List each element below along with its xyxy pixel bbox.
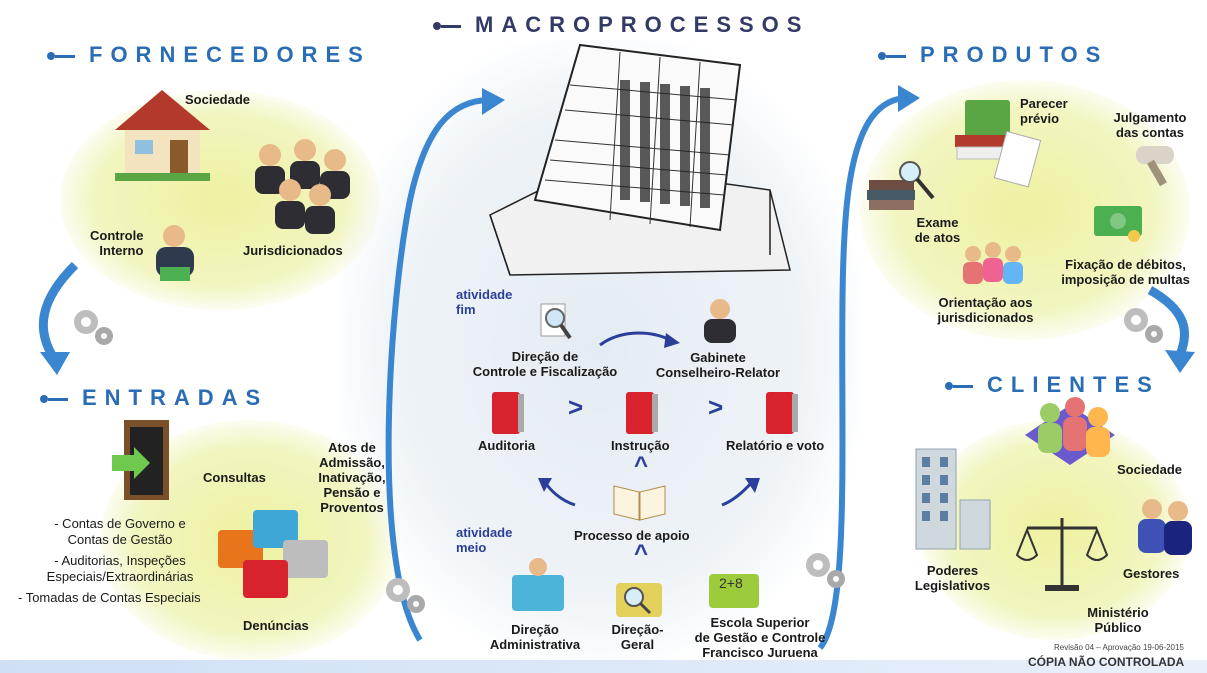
arrow-entradas-macro xyxy=(385,97,491,642)
fornecedores-heading: FORNECEDORES xyxy=(47,42,371,68)
auditoria-label: Auditoria xyxy=(478,438,536,453)
office-building-icon xyxy=(915,448,991,550)
arrow-fornecedores-entradas xyxy=(38,261,79,363)
scales-icon xyxy=(1015,518,1109,591)
businessman-money-icon xyxy=(156,225,194,281)
atividade-fim-label: atividade fim xyxy=(456,287,513,317)
bullet-icon xyxy=(47,52,55,61)
gabinete-label: Gabinete Conselheiro-Relator xyxy=(655,350,781,380)
tomadas-text: - Tomadas de Contas Especiais xyxy=(18,590,201,605)
arrow-geral-apoio: ^ xyxy=(634,540,649,567)
fornecedores-sociedade-label: Sociedade xyxy=(185,92,251,107)
orientacao-label: Orientação aos jurisdicionados xyxy=(937,295,1034,325)
managers-icon xyxy=(1138,499,1192,555)
binder-icon xyxy=(492,392,524,434)
contas-text: - Contas de Governo e Contas de Gestão xyxy=(54,516,186,547)
education-folder-icon: 2+8 xyxy=(709,574,759,608)
door-icon xyxy=(112,420,169,500)
footer-bar xyxy=(0,660,1207,673)
arrow-head xyxy=(745,478,760,493)
clientes-heading: CLIENTES xyxy=(945,372,1160,398)
svg-text:2+8: 2+8 xyxy=(719,575,743,591)
arrow-head xyxy=(664,333,680,348)
exame-label: Exame de atos xyxy=(914,215,961,245)
clientes-sociedade-label: Sociedade xyxy=(1117,462,1183,477)
auditorias-text: - Auditorias, Inspeções Especiais/Extrao… xyxy=(46,553,194,584)
poderes-label: Poderes Legislativos xyxy=(914,563,991,593)
gears-icon xyxy=(806,553,845,588)
escola-label: Escola Superior de Gestão e Controle Fra… xyxy=(694,615,826,660)
magnifier-books-icon xyxy=(867,161,935,210)
arrow-apoio-auditoria xyxy=(543,481,576,507)
society-people-icon xyxy=(1025,397,1115,465)
bullet-icon xyxy=(433,22,441,31)
bullet-icon xyxy=(878,52,886,61)
gears-icon xyxy=(74,310,113,345)
binder-icon xyxy=(626,392,658,434)
group-people-icon xyxy=(255,139,350,234)
magnifier-document-icon xyxy=(540,303,572,340)
arrow-auditoria-instrucao: > xyxy=(568,392,584,422)
revisao-text: Revisão 04 – Aprovação 19-06-2015 xyxy=(1054,643,1184,652)
jurisdicionados-label: Jurisdicionados xyxy=(243,243,343,258)
fixacao-label: Fixação de débitos, imposição de multas xyxy=(1061,257,1190,287)
direcao-adm-label: Direção Administrativa xyxy=(489,622,581,652)
denuncias-label: Denúncias xyxy=(243,618,309,633)
folders-icon xyxy=(218,510,328,598)
controle-interno-label: Controle Interno xyxy=(90,228,144,258)
arrow-head xyxy=(1165,350,1195,373)
arrow-head xyxy=(40,352,70,375)
binder-icon xyxy=(766,392,798,434)
bullet-icon xyxy=(40,395,48,404)
arrow-instrucao-relatorio: > xyxy=(708,392,724,422)
entradas-heading: ENTRADAS xyxy=(40,385,268,411)
gears-icon xyxy=(1124,308,1163,343)
gestores-label: Gestores xyxy=(1123,566,1180,581)
julgamento-label: Julgamento das contas xyxy=(1113,110,1187,140)
money-icon xyxy=(1094,206,1142,242)
open-book-icon xyxy=(613,485,666,521)
search-folder-icon xyxy=(616,583,662,617)
atividade-meio-label: atividade meio xyxy=(456,525,513,555)
arrow-produtos-clientes xyxy=(1147,286,1190,357)
copia-text: CÓPIA NÃO CONTROLADA xyxy=(1028,655,1185,669)
direcao-geral-label: Direção- Geral xyxy=(611,622,664,652)
documents-icon xyxy=(993,130,1042,188)
arrow-head xyxy=(898,85,920,112)
atos-label: Atos de Admissão, Inativação, Pensão e P… xyxy=(318,440,386,515)
people-group-icon xyxy=(963,242,1023,284)
consultas-label: Consultas xyxy=(203,470,266,485)
bullet-icon xyxy=(945,382,953,391)
ministerio-label: Ministério Público xyxy=(1087,605,1149,635)
arrow-head xyxy=(538,478,552,492)
arrow-apoio-relatorio xyxy=(721,481,754,507)
relator-avatar-icon xyxy=(704,299,736,343)
arrow-direcao-gabinete xyxy=(599,331,671,347)
instrucao-label: Instrução xyxy=(611,438,670,453)
produtos-heading: PRODUTOS xyxy=(878,42,1108,68)
macroprocessos-heading: MACROPROCESSOS xyxy=(433,12,809,38)
relatorio-label: Relatório e voto xyxy=(726,438,825,453)
gavel-icon xyxy=(1136,146,1174,187)
arrow-head xyxy=(482,88,505,115)
house-icon xyxy=(115,90,210,181)
parecer-label: Parecer prévio xyxy=(1020,96,1068,126)
admin-folder-icon xyxy=(512,558,564,611)
direcao-controle-label: Direção de Controle e Fiscalização xyxy=(472,349,618,379)
gears-icon xyxy=(386,578,425,613)
arrow-apoio-instrucao: ^ xyxy=(634,452,649,479)
building-icon xyxy=(489,43,791,276)
processo-apoio-label: Processo de apoio xyxy=(574,528,690,543)
